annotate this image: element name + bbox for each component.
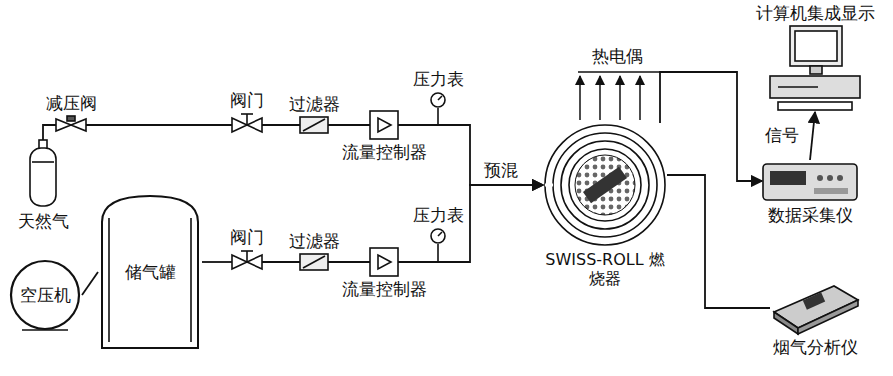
valve-icon bbox=[232, 250, 262, 274]
fc-icon bbox=[370, 248, 398, 276]
valve: 阀门 bbox=[232, 250, 262, 274]
burner-icon bbox=[543, 123, 667, 247]
device-label: 压力表 bbox=[413, 205, 464, 225]
pipe-connector bbox=[660, 72, 762, 181]
device-label: 过滤器 bbox=[289, 94, 340, 114]
thermocouple-label: 热电偶 bbox=[590, 46, 645, 66]
flue-gas-analyzer: 烟气分析仪 bbox=[770, 282, 860, 334]
device-label: 过滤器 bbox=[289, 231, 340, 251]
device-label: 天然气 bbox=[18, 211, 69, 231]
analyzer-icon bbox=[770, 282, 860, 334]
device-label: 阀门 bbox=[230, 90, 264, 110]
pressure-gauge: 压力表 bbox=[430, 92, 446, 108]
device-label: SWISS-ROLL 燃烧器 bbox=[540, 250, 670, 288]
logger-icon bbox=[762, 160, 858, 202]
gas-cylinder: 天然气 bbox=[28, 140, 58, 208]
edge-label: 信号 bbox=[763, 125, 801, 145]
pipe-connector bbox=[262, 124, 300, 126]
device-label: 储气罐 bbox=[125, 262, 176, 282]
device-label: 压力表 bbox=[413, 69, 464, 89]
fc-icon bbox=[370, 111, 398, 139]
gauge-stem bbox=[437, 108, 439, 125]
pipe-connector bbox=[667, 175, 770, 308]
gauge-icon bbox=[430, 92, 446, 108]
pipe-connector bbox=[202, 261, 232, 263]
device-label: 流量控制器 bbox=[342, 279, 427, 299]
valve: 阀门 bbox=[232, 113, 262, 137]
pc-icon bbox=[768, 26, 862, 112]
filter-icon bbox=[300, 254, 328, 270]
filter: 过滤器 bbox=[300, 254, 328, 270]
device-label: 流量控制器 bbox=[342, 142, 427, 162]
device-label: 空压机 bbox=[20, 285, 71, 305]
device-label: 计算机集成显示 bbox=[756, 3, 875, 23]
filter-icon bbox=[300, 117, 328, 133]
rvalve-icon bbox=[56, 116, 86, 134]
data-logger: 数据采集仪 bbox=[762, 160, 858, 202]
pipe-connector bbox=[86, 124, 232, 126]
device-label: 烟气分析仪 bbox=[773, 337, 858, 357]
pipe-connector bbox=[82, 272, 98, 295]
flow-controller: 流量控制器 bbox=[370, 111, 398, 139]
pipe-connector bbox=[398, 185, 543, 262]
gas-tank: 储气罐 bbox=[98, 192, 202, 352]
valve-icon bbox=[232, 113, 262, 137]
pressure-gauge: 压力表 bbox=[430, 228, 446, 244]
gauge-icon bbox=[430, 228, 446, 244]
air-compressor: 空压机 bbox=[8, 258, 82, 332]
premix-label: 预混 bbox=[482, 160, 520, 180]
pipe-connector bbox=[810, 112, 815, 160]
swiss-roll-burner: SWISS-ROLL 燃烧器 bbox=[543, 123, 667, 247]
gauge-stem bbox=[437, 244, 439, 262]
device-label: 数据采集仪 bbox=[768, 205, 853, 225]
pipe-connector bbox=[328, 261, 370, 263]
device-label: 阀门 bbox=[230, 227, 264, 247]
pipe-connector bbox=[328, 124, 370, 126]
device-label: 减压阀 bbox=[46, 93, 97, 113]
pipe-connector bbox=[262, 261, 300, 263]
filter: 过滤器 bbox=[300, 117, 328, 133]
thermocouple-leads bbox=[578, 72, 661, 120]
pressure-reducing-valve: 减压阀 bbox=[56, 116, 86, 134]
flow-controller: 流量控制器 bbox=[370, 248, 398, 276]
cyl-icon bbox=[28, 140, 58, 208]
pipe-connector bbox=[43, 125, 56, 140]
computer: 计算机集成显示 bbox=[768, 26, 862, 112]
